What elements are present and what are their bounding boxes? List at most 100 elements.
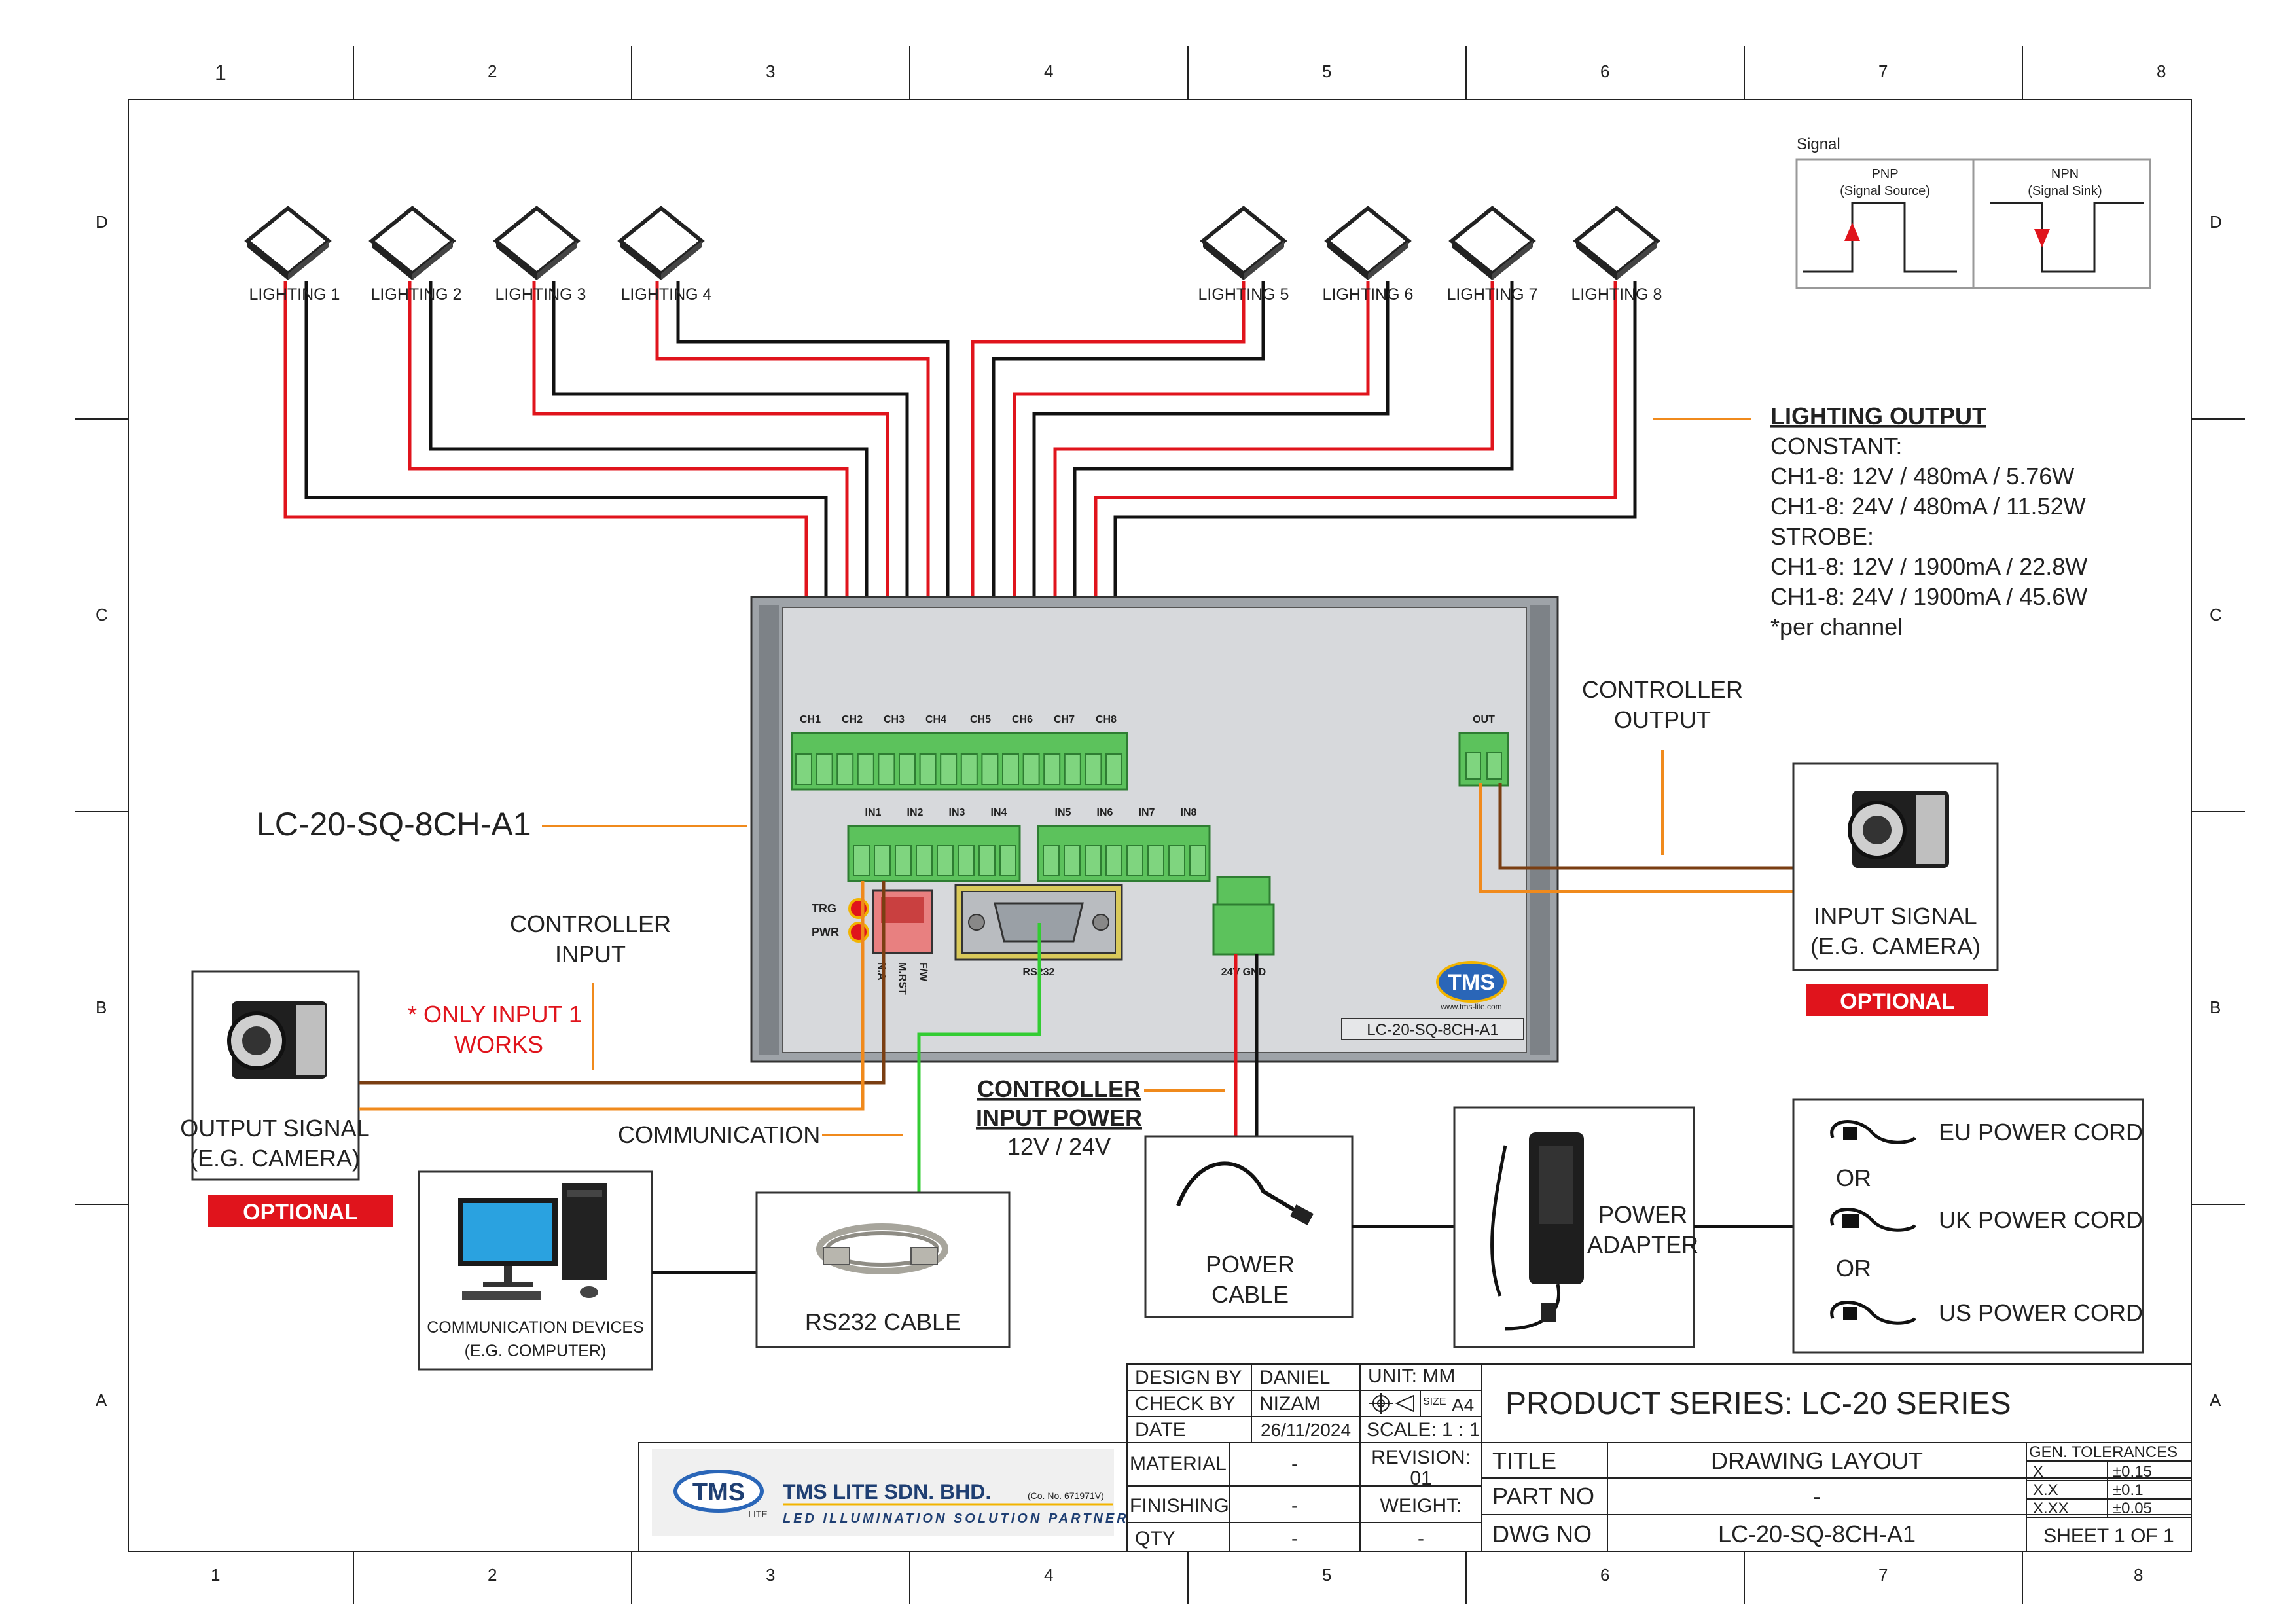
row-label: C <box>96 605 108 624</box>
spec-line: *per channel <box>1770 613 1903 640</box>
terminal-slot <box>1105 753 1122 785</box>
col-label: 8 <box>2134 1565 2143 1585</box>
device-label: POWER <box>1206 1251 1295 1278</box>
pnp-title: PNP <box>1871 167 1898 181</box>
controller-input-wires <box>359 881 886 1111</box>
device-label: (E.G. COMPUTER) <box>465 1342 607 1360</box>
drawing-title: DRAWING LAYOUT <box>1711 1447 1923 1474</box>
dwg-number: LC-20-SQ-8CH-A1 <box>1718 1521 1916 1547</box>
device-label: (E.G. CAMERA) <box>1810 933 1981 960</box>
lighting-wires <box>283 281 1637 772</box>
terminal-slot <box>940 753 958 785</box>
tb-label: DATE <box>1135 1419 1186 1441</box>
row-label: D <box>2210 212 2222 232</box>
lighting-2: LIGHTING 2 <box>368 206 462 304</box>
lighting-label: LIGHTING 2 <box>371 285 462 304</box>
callout-line: CONTROLLER <box>1582 676 1743 703</box>
col-label: 3 <box>766 62 775 81</box>
communication-callout: COMMUNICATION <box>618 1121 903 1148</box>
only-input-note: * ONLY INPUT 1 <box>408 1001 582 1028</box>
in-label: IN1 <box>865 807 882 818</box>
tolerance-key: X.X <box>2033 1481 2058 1499</box>
lighting-output-heading: LIGHTING OUTPUT <box>1770 403 1986 429</box>
spec-line: CH1-8: 24V / 1900mA / 45.6W <box>1770 583 2087 610</box>
product-series: PRODUCT SERIES: LC-20 SERIES <box>1505 1386 2011 1421</box>
col-label: 8 <box>2157 62 2166 81</box>
npn-arrow-down-icon <box>2034 229 2050 247</box>
lighting-label: LIGHTING 6 <box>1323 285 1414 304</box>
controller-logo-text: TMS <box>1448 970 1495 995</box>
lighting-label: LIGHTING 7 <box>1447 285 1538 304</box>
terminal-slot <box>981 753 999 785</box>
trg-label: TRG <box>812 902 836 915</box>
input-terminal-block: IN1 IN2 IN3 IN4 IN5 IN6 IN7 IN8 <box>847 807 1211 882</box>
terminal-slot <box>1043 845 1060 876</box>
tb-label: DESIGN BY <box>1135 1367 1242 1388</box>
col-label: 4 <box>1044 62 1053 81</box>
controller-website: www.tms-lite.com <box>1440 1002 1501 1011</box>
col-label: 7 <box>1878 62 1888 81</box>
cord-label: UK POWER CORD <box>1939 1206 2143 1233</box>
cord-label: US POWER CORD <box>1939 1299 2143 1326</box>
terminal-slot <box>816 753 833 785</box>
terminal-slot <box>895 845 912 876</box>
communication-text: COMMUNICATION <box>618 1121 820 1148</box>
lighting-3: LIGHTING 3 <box>493 206 586 304</box>
tb-value: NIZAM <box>1259 1393 1320 1415</box>
spec-line: STROBE: <box>1770 523 1874 550</box>
title-block: DESIGN BY DANIEL CHECK BY NIZAM DATE 26/… <box>638 1363 2192 1552</box>
callout-line: CONTROLLER <box>510 911 671 937</box>
power-cable-icon <box>1176 1161 1304 1217</box>
terminal-slot <box>919 753 937 785</box>
col-label: 1 <box>211 1565 220 1585</box>
tb-size-label: SIZE <box>1423 1396 1446 1407</box>
input-signal-device: INPUT SIGNAL (E.G. CAMERA) <box>1792 762 1999 971</box>
rs232-cable-device: RS232 CABLE <box>755 1191 1011 1348</box>
terminal-slot <box>978 845 996 876</box>
tb-label: CHECK BY <box>1135 1393 1235 1415</box>
terminal-slot <box>853 845 870 876</box>
device-label: OUTPUT SIGNAL <box>180 1115 369 1142</box>
tb-label: QTY <box>1135 1528 1175 1549</box>
controller-output-callout: CONTROLLER OUTPUT <box>1582 676 1743 855</box>
tb-label: MATERIAL <box>1130 1453 1227 1475</box>
pnp-arrow-up-icon <box>1844 223 1860 241</box>
in-label: IN5 <box>1055 807 1071 818</box>
col-label: 2 <box>488 1565 497 1585</box>
ch-label: CH2 <box>842 714 863 725</box>
ch-label: CH8 <box>1096 714 1117 725</box>
terminal-slot <box>1085 753 1102 785</box>
switch-label: M.RST <box>897 962 908 995</box>
tb-value: - <box>1291 1453 1298 1475</box>
pwr-led-icon <box>848 922 869 943</box>
pnp-subtitle: (Signal Source) <box>1840 184 1930 198</box>
tb-value: - <box>1418 1528 1424 1549</box>
model-callout: LC-20-SQ-8CH-A1 <box>257 806 747 842</box>
lighting-label: LIGHTING 4 <box>621 285 712 304</box>
lighting-label: LIGHTING 3 <box>495 285 586 304</box>
row-label: C <box>2210 605 2222 624</box>
terminal-slot <box>874 845 891 876</box>
row-label: A <box>96 1390 107 1410</box>
col-label: 1 <box>215 61 226 84</box>
col-label: 7 <box>1878 1565 1888 1585</box>
channel-terminal-block: CH1 CH2 CH3 CH4 CH5 CH6 CH7 CH8 <box>791 714 1128 791</box>
company-panel: TMS LITE TMS LITE SDN. BHD. (Co. No. 671… <box>652 1449 1129 1536</box>
spec-line: CH1-8: 24V / 480mA / 11.52W <box>1770 493 2086 520</box>
power-plug-icon <box>1830 1120 1916 1144</box>
company-logo-text: TMS <box>692 1479 745 1506</box>
terminal-slot <box>1022 753 1040 785</box>
lighting-output-spec: LIGHTING OUTPUT CONSTANT: CH1-8: 12V / 4… <box>1653 403 2087 640</box>
input-power-line: INPUT POWER <box>976 1104 1142 1131</box>
power-terminal-label: 24V GND <box>1221 967 1266 978</box>
tb-unit: UNIT: MM <box>1368 1365 1455 1387</box>
comm-devices: COMMUNICATION DEVICES (E.G. COMPUTER) <box>418 1170 653 1371</box>
pwr-label: PWR <box>812 926 839 939</box>
in-label: IN2 <box>907 807 924 818</box>
or-label: OR <box>1836 1164 1871 1191</box>
projection-symbol-icon <box>1369 1393 1414 1414</box>
company-tagline: LED ILLUMINATION SOLUTION PARTNER <box>783 1511 1129 1526</box>
lighting-5: LIGHTING 5 <box>1198 206 1289 304</box>
terminal-slot <box>1064 753 1081 785</box>
cord-label: EU POWER CORD <box>1939 1119 2143 1146</box>
